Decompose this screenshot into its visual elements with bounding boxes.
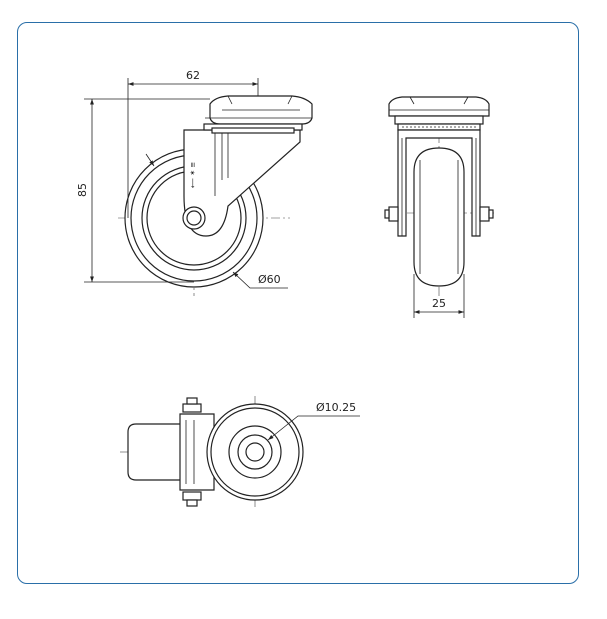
- tyre-leader: [145, 153, 155, 167]
- dim-height-total-label: 85: [76, 183, 89, 197]
- brand-mark-icon: ⟵ ✶ ≡: [189, 162, 197, 188]
- side-view: ⟵ ✶ ≡ 62 85: [76, 69, 313, 296]
- drawing-frame: [17, 22, 579, 584]
- dim-width-total-label: 62: [186, 69, 200, 82]
- side-view-fork: ⟵ ✶ ≡: [183, 129, 301, 237]
- dim-wheel-diameter-label: Ø60: [258, 273, 281, 286]
- dim-wheel-width: 25: [413, 274, 465, 318]
- dim-wheel-diameter: Ø60: [232, 271, 288, 289]
- front-view: 25: [384, 96, 494, 318]
- front-view-fork: [397, 129, 481, 237]
- top-view-fork: [179, 413, 215, 491]
- side-view-axle: [182, 206, 206, 230]
- front-view-wheel: [413, 147, 465, 287]
- top-view-mount: [206, 403, 304, 501]
- top-view-nuts: [182, 397, 202, 507]
- dim-width-total: 62: [127, 69, 259, 218]
- dim-bolt-hole-label: Ø10.25: [316, 401, 356, 414]
- dim-height-total: 85: [76, 98, 210, 283]
- front-view-axle: [384, 206, 494, 222]
- top-view: Ø10.25: [120, 396, 360, 510]
- dim-bolt-hole: Ø10.25: [267, 401, 360, 441]
- front-view-top-mount: [388, 96, 490, 131]
- top-view-wheel: [127, 423, 187, 481]
- dim-wheel-width-label: 25: [432, 297, 446, 310]
- side-view-top-mount: [203, 95, 313, 134]
